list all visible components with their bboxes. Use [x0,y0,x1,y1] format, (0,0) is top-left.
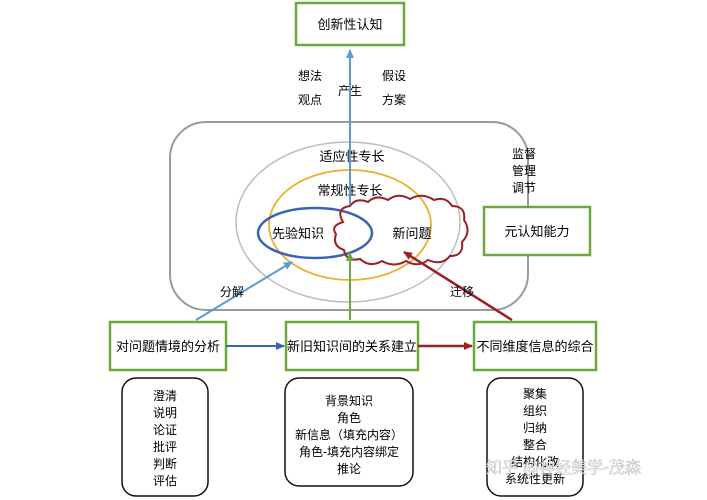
prior-knowledge-label: 先验知识 [272,226,324,242]
prior-knowledge-ellipse [256,206,374,260]
regulate-label: 调节 [512,181,536,195]
relation-item-4: 角色-填充内容绑定 [299,444,399,459]
solutions-label: 方案 [382,92,406,107]
analysis-item-4: 批评 [153,439,177,454]
new-problem-label: 新问题 [392,226,431,242]
decompose-arrow [195,261,293,321]
relation-item-5: 推论 [337,462,361,476]
synthesis-item-1: 聚集 [523,386,547,401]
relation-label: 新旧知识间的关系建立 [287,339,417,355]
relation-item-3: 新信息（填充内容） [295,427,403,442]
analysis-item-2: 说明 [153,405,177,420]
synthesis-item-2: 组织 [523,404,547,418]
ideas-label: 想法 [298,68,322,83]
synthesis-list: 聚集 组织 归纳 整合 结构化改 系统性更新 [505,386,565,486]
adaptive-expertise-ring [235,141,461,303]
analysis-list: 澄清 说明 论证 批评 判断 评估 [153,388,177,488]
analysis-label: 对问题情境的分析 [116,339,220,355]
views-label: 观点 [298,93,322,107]
analysis-item-3: 论证 [153,423,177,437]
analysis-item-6: 评估 [153,474,177,488]
synthesis-item-6: 系统性更新 [505,471,565,486]
decompose-label: 分解 [220,285,244,299]
synthesis-list-box [486,377,584,497]
metacognition-label: 元认知能力 [504,224,569,240]
synthesis-label: 不同维度信息的综合 [476,339,593,355]
synthesis-item-3: 归纳 [523,421,547,435]
analysis-item-5: 判断 [153,456,177,471]
hypotheses-label: 假设 [382,69,406,83]
relation-item-1: 背景知识 [325,394,373,408]
transfer-arrow [403,250,513,322]
supervise-label: 监督 [512,146,536,161]
analysis-list-box [121,377,209,497]
creative-cognition-box [294,1,406,47]
synthesis-item-5: 结构化改 [511,454,559,469]
analysis-item-1: 澄清 [153,388,177,403]
transfer-label: 迁移 [450,285,474,299]
adaptive-expertise-label: 适应性专长 [319,149,384,165]
watermark-text: 知乎 @神经美学-茂森 [486,458,641,477]
creative-cognition-label: 创新性认知 [317,17,382,33]
metacognition-box [482,205,592,257]
synthesis-item-4: 整合 [523,437,547,452]
synthesis-box [472,320,598,372]
relation-list-box [284,377,414,487]
relation-item-2: 角色 [337,411,361,425]
manage-label: 管理 [512,163,536,178]
relation-list: 背景知识 角色 新信息（填充内容） 角色-填充内容绑定 推论 [295,394,403,476]
